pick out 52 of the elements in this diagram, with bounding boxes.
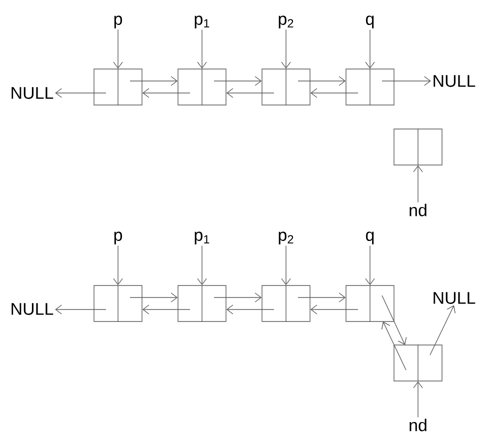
arrow	[226, 304, 274, 314]
arrow	[113, 29, 123, 69]
arrow	[197, 245, 207, 286]
list-node-box	[178, 284, 226, 322]
arrow	[281, 29, 291, 69]
arrow	[430, 305, 456, 356]
pointer-label: p$_{1}$	[194, 16, 210, 28]
arrow	[214, 76, 262, 86]
arrow	[382, 76, 431, 86]
pointer-label: p	[114, 16, 122, 28]
arrow	[365, 245, 375, 286]
arrow	[55, 304, 106, 314]
list-node-box	[394, 128, 442, 166]
arrow	[197, 29, 207, 69]
null-label: NULL	[434, 75, 476, 87]
arrow	[130, 292, 178, 302]
pointer-label: nd	[410, 204, 426, 216]
arrow	[214, 292, 262, 302]
arrow	[142, 304, 190, 314]
arrow	[382, 295, 407, 345]
pointer-label: q	[366, 232, 374, 244]
null-label: NULL	[12, 87, 54, 99]
list-node-box	[262, 284, 310, 322]
arrow	[55, 88, 106, 98]
arrow	[298, 292, 346, 302]
list-node-box	[394, 344, 442, 382]
arrow	[310, 88, 358, 98]
arrow	[142, 88, 190, 98]
arrow	[310, 304, 358, 314]
list-node-box	[94, 284, 142, 322]
pointer-label: p$_{2}$	[278, 16, 294, 28]
arrow	[130, 76, 178, 86]
null-label: NULL	[12, 303, 54, 315]
null-label: NULL	[434, 292, 476, 304]
arrow	[381, 322, 406, 370]
list-node-box	[178, 68, 226, 106]
arrow	[281, 245, 291, 286]
arrow	[226, 88, 274, 98]
pointer-label: nd	[410, 418, 426, 432]
arrow	[413, 381, 423, 418]
arrow	[365, 29, 375, 69]
arrow	[413, 165, 423, 203]
list-node-box	[94, 68, 142, 106]
pointer-label: p$_{1}$	[194, 232, 210, 244]
arrow	[298, 76, 346, 86]
list-node-box	[262, 68, 310, 106]
list-node-box	[346, 68, 394, 106]
pointer-label: p$_{2}$	[278, 232, 294, 244]
list-node-box	[346, 284, 394, 322]
arrow	[113, 245, 123, 286]
pointer-label: p	[114, 232, 122, 244]
pointer-label: q	[366, 16, 374, 28]
